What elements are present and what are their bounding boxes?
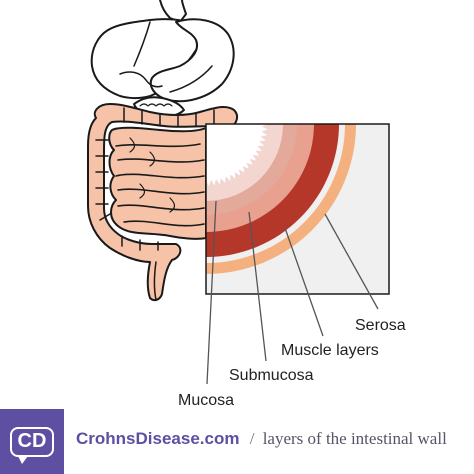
- submucosa-label: Submucosa: [229, 367, 314, 384]
- submucosa-leader-line: [248, 211, 267, 362]
- stomach: [119, 18, 235, 103]
- brand-separator: /: [249, 429, 255, 448]
- crohns-disease-logo[interactable]: CD: [0, 409, 64, 474]
- small-intestine: [108, 126, 207, 240]
- intestinal-wall-diagram: Serosa Muscle layers Submucosa Mucosa: [86, 0, 406, 409]
- brand-name-link[interactable]: CrohnsDisease.com: [76, 429, 240, 448]
- diagram-caption: layers of the intestinal wall: [262, 429, 447, 448]
- serosa-leader-line: [324, 213, 379, 310]
- brand-line: CrohnsDisease.com / layers of the intest…: [76, 429, 447, 449]
- large-intestine: [86, 103, 239, 302]
- footer-bar: CD CrohnsDisease.com / layers of the int…: [0, 409, 474, 474]
- wall-cross-section-inset: [205, 123, 390, 295]
- mucosa-villi-lumen: [206, 124, 268, 186]
- logo-text: CD: [17, 430, 47, 452]
- muscle-layers-leader-line: [284, 227, 324, 337]
- serosa-label: Serosa: [355, 317, 406, 334]
- mucosa-leader-line: [206, 200, 217, 385]
- mucosa-label: Mucosa: [178, 392, 234, 409]
- digestive-system-illustration: [86, 0, 239, 302]
- speech-bubble-icon: CD: [10, 426, 54, 464]
- leader-lines: [206, 200, 379, 385]
- inset-frame: [205, 123, 390, 295]
- muscle-layers-label: Muscle layers: [281, 342, 379, 359]
